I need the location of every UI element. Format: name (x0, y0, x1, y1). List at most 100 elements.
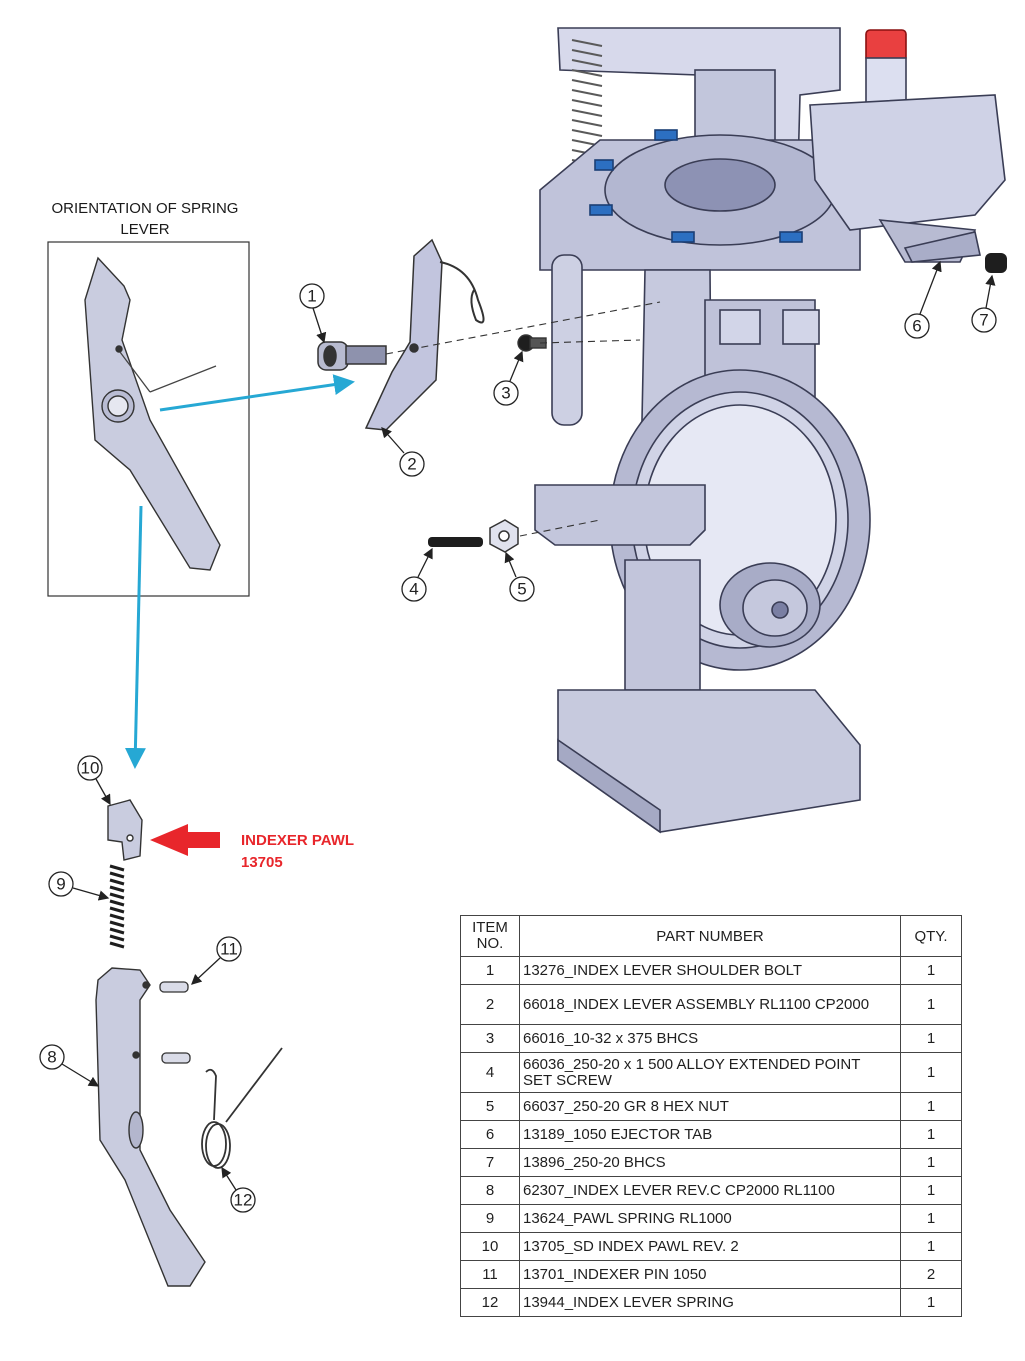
bom-cell: 13944_INDEX LEVER SPRING (519, 1288, 901, 1317)
balloon-11: 11 (191, 936, 242, 985)
bom-cell: 12 (460, 1288, 520, 1317)
bom-cell: 8 (460, 1176, 520, 1205)
bom-cell: 5 (460, 1092, 520, 1121)
shoulder-bolt-part (317, 341, 387, 371)
indexer-pawl-part (107, 799, 143, 861)
bom-cell: 3 (460, 1024, 520, 1053)
bom-cell: 13701_INDEXER PIN 1050 (519, 1260, 901, 1289)
svg-text:3: 3 (501, 384, 510, 403)
indexer-pawl-label-line2: 13705 (241, 854, 283, 871)
exploded-axis-lines (385, 301, 661, 537)
svg-text:2: 2 (407, 455, 416, 474)
indexer-pawl-label: INDEXER PAWL 13705 (241, 830, 354, 874)
bom-cell: 1 (900, 1232, 962, 1261)
bhcs-part-7 (985, 253, 1007, 273)
svg-text:6: 6 (912, 317, 921, 336)
bom-cell: 1 (900, 1092, 962, 1121)
svg-text:12: 12 (234, 1191, 253, 1210)
set-screw-part (428, 537, 483, 547)
bom-cell: 1 (900, 1024, 962, 1053)
bhcs-screw-part (517, 334, 547, 352)
bom-cell: 1 (900, 1120, 962, 1149)
bom-cell: 1 (460, 956, 520, 985)
bom-cell: 1 (900, 1204, 962, 1233)
pawl-spring-part (109, 864, 125, 949)
svg-text:9: 9 (56, 875, 65, 894)
bom-cell: 66016_10-32 x 375 BHCS (519, 1024, 901, 1053)
press-machine-body (534, 27, 1006, 834)
bom-cell: 1 (900, 1052, 962, 1093)
bom-cell: 66018_INDEX LEVER ASSEMBLY RL1100 CP2000 (519, 984, 901, 1025)
bom-cell: 13276_INDEX LEVER SHOULDER BOLT (519, 956, 901, 985)
bom-cell: 13896_250-20 BHCS (519, 1148, 901, 1177)
blue-orientation-arrows (124, 374, 355, 769)
balloon-1: 1 (299, 283, 327, 344)
indexer-pin-parts (159, 981, 191, 1064)
bom-cell: 1 (900, 1176, 962, 1205)
bom-cell: 1 (900, 1288, 962, 1317)
orientation-caption: ORIENTATION OF SPRING LEVER (51, 200, 239, 238)
svg-text:11: 11 (220, 940, 238, 959)
bom-cell: 2 (460, 984, 520, 1025)
indexer-pawl-label-line1: INDEXER PAWL (241, 832, 355, 849)
balloon-5: 5 (504, 551, 535, 602)
hex-nut-part (489, 519, 519, 553)
balloon-6: 6 (904, 260, 942, 339)
svg-text:5: 5 (517, 580, 526, 599)
bom-cell: 2 (900, 1260, 962, 1289)
balloon-4: 4 (401, 547, 433, 602)
balloon-12: 12 (221, 1166, 256, 1213)
bom-cell: 7 (460, 1148, 520, 1177)
bom-cell: 13189_1050 EJECTOR TAB (519, 1120, 901, 1149)
bom-cell: 66036_250-20 x 1 500 ALLOY EXTENDED POIN… (519, 1052, 901, 1093)
balloon-9: 9 (48, 871, 110, 901)
bom-cell: 1 (900, 956, 962, 985)
orientation-inset-frame (47, 241, 250, 597)
balloon-8: 8 (39, 1044, 100, 1087)
bom-header-part: PART NUMBER (519, 915, 901, 957)
index-lever-spring-part (201, 1047, 283, 1169)
svg-text:4: 4 (409, 580, 418, 599)
index-lever-part (95, 967, 206, 1287)
part-balloons: 1 2 3 4 5 6 7 8 9 10 11 12 (39, 260, 997, 1213)
bom-cell: 11 (460, 1260, 520, 1289)
balloon-3: 3 (493, 350, 524, 406)
svg-text:1: 1 (307, 287, 316, 306)
bom-cell: 10 (460, 1232, 520, 1261)
bom-cell: 13624_PAWL SPRING RL1000 (519, 1204, 901, 1233)
bom-cell: 9 (460, 1204, 520, 1233)
bom-cell: 1 (900, 984, 962, 1025)
indexer-pawl-callout-arrow (150, 824, 220, 856)
bom-cell: 62307_INDEX LEVER REV.C CP2000 RL1100 (519, 1176, 901, 1205)
index-lever-assembly-part (364, 238, 485, 431)
bom-cell: 6 (460, 1120, 520, 1149)
spring-lever-detail (84, 256, 221, 571)
svg-text:8: 8 (47, 1048, 56, 1067)
bom-cell: 4 (460, 1052, 520, 1093)
balloon-2: 2 (381, 427, 425, 477)
svg-text:10: 10 (81, 759, 100, 778)
bom-cell: 13705_SD INDEX PAWL REV. 2 (519, 1232, 901, 1261)
balloon-7: 7 (971, 274, 997, 333)
bom-cell: 1 (900, 1148, 962, 1177)
svg-text:7: 7 (979, 311, 988, 330)
bom-cell: 66037_250-20 GR 8 HEX NUT (519, 1092, 901, 1121)
bom-header-qty: QTY. (900, 915, 962, 957)
